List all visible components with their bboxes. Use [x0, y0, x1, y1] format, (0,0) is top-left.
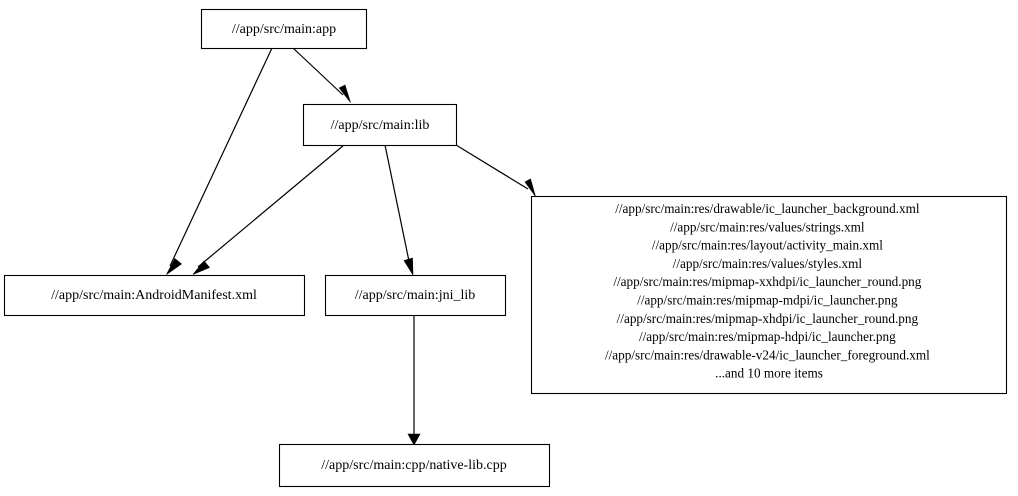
edge-lib-to-manifest: [192, 144, 345, 275]
arrow-head-icon: [407, 433, 421, 446]
node-box[interactable]: [3, 274, 306, 317]
node-label-res-group: //app/src/main:res/drawable/ic_launcher_…: [605, 201, 933, 381]
graph-edges: [166, 47, 536, 446]
graph-node-manifest[interactable]: //app/src/main:AndroidManifest.xml: [3, 274, 306, 317]
res-line: //app/src/main:res/layout/activity_main.…: [652, 238, 883, 253]
graph-node-app[interactable]: //app/src/main:app: [200, 8, 368, 50]
arrow-head-icon: [524, 178, 536, 197]
edge-line: [455, 144, 529, 190]
arrow-head-icon: [166, 258, 182, 275]
node-label-lib: //app/src/main:lib: [331, 118, 430, 133]
res-line: //app/src/main:res/mipmap-xxhdpi/ic_laun…: [613, 274, 921, 289]
graph-nodes: //app/src/main:app //app/src/main:lib //…: [3, 8, 1008, 488]
edge-app-to-lib: [292, 47, 351, 103]
graph-node-jni-lib[interactable]: //app/src/main:jni_lib: [324, 274, 507, 317]
res-line: //app/src/main:res/mipmap-xhdpi/ic_launc…: [617, 311, 919, 326]
edge-lib-to-res_group: [455, 144, 536, 197]
res-line: //app/src/main:res/drawable-v24/ic_launc…: [605, 347, 930, 362]
graph-node-res-group[interactable]: //app/src/main:res/drawable/ic_launcher_…: [530, 195, 1008, 395]
res-line: //app/src/main:res/mipmap-mdpi/ic_launch…: [637, 293, 898, 308]
arrow-head-icon: [403, 257, 414, 277]
node-box[interactable]: [200, 8, 368, 50]
edge-lib-to-jni_lib: [384, 144, 414, 277]
res-line: ...and 10 more items: [715, 366, 823, 381]
res-line: //app/src/main:res/values/strings.xml: [670, 219, 865, 234]
edge-jni_lib-to-native_lib: [407, 315, 421, 446]
arrow-head-icon: [192, 260, 210, 275]
node-box[interactable]: [324, 274, 507, 317]
graph-node-native-lib[interactable]: //app/src/main:cpp/native-lib.cpp: [278, 443, 551, 488]
res-line: //app/src/main:res/mipmap-hdpi/ic_launch…: [639, 329, 896, 344]
node-label-manifest: //app/src/main:AndroidManifest.xml: [51, 288, 257, 303]
edge-line: [292, 47, 344, 96]
edge-line: [197, 144, 345, 268]
node-box[interactable]: [278, 443, 551, 488]
res-line: //app/src/main:res/values/styles.xml: [673, 256, 863, 271]
edge-app-to-manifest: [166, 47, 273, 275]
arrow-head-icon: [338, 84, 351, 103]
node-label-jni-lib: //app/src/main:jni_lib: [355, 288, 476, 303]
node-label-native-lib: //app/src/main:cpp/native-lib.cpp: [321, 458, 506, 473]
res-line: //app/src/main:res/drawable/ic_launcher_…: [615, 201, 920, 216]
edge-line: [169, 47, 273, 267]
node-label-app: //app/src/main:app: [232, 22, 336, 37]
node-box[interactable]: [530, 195, 1008, 395]
graph-node-lib[interactable]: //app/src/main:lib: [302, 103, 458, 147]
node-box[interactable]: [302, 103, 458, 147]
edge-line: [384, 144, 411, 267]
